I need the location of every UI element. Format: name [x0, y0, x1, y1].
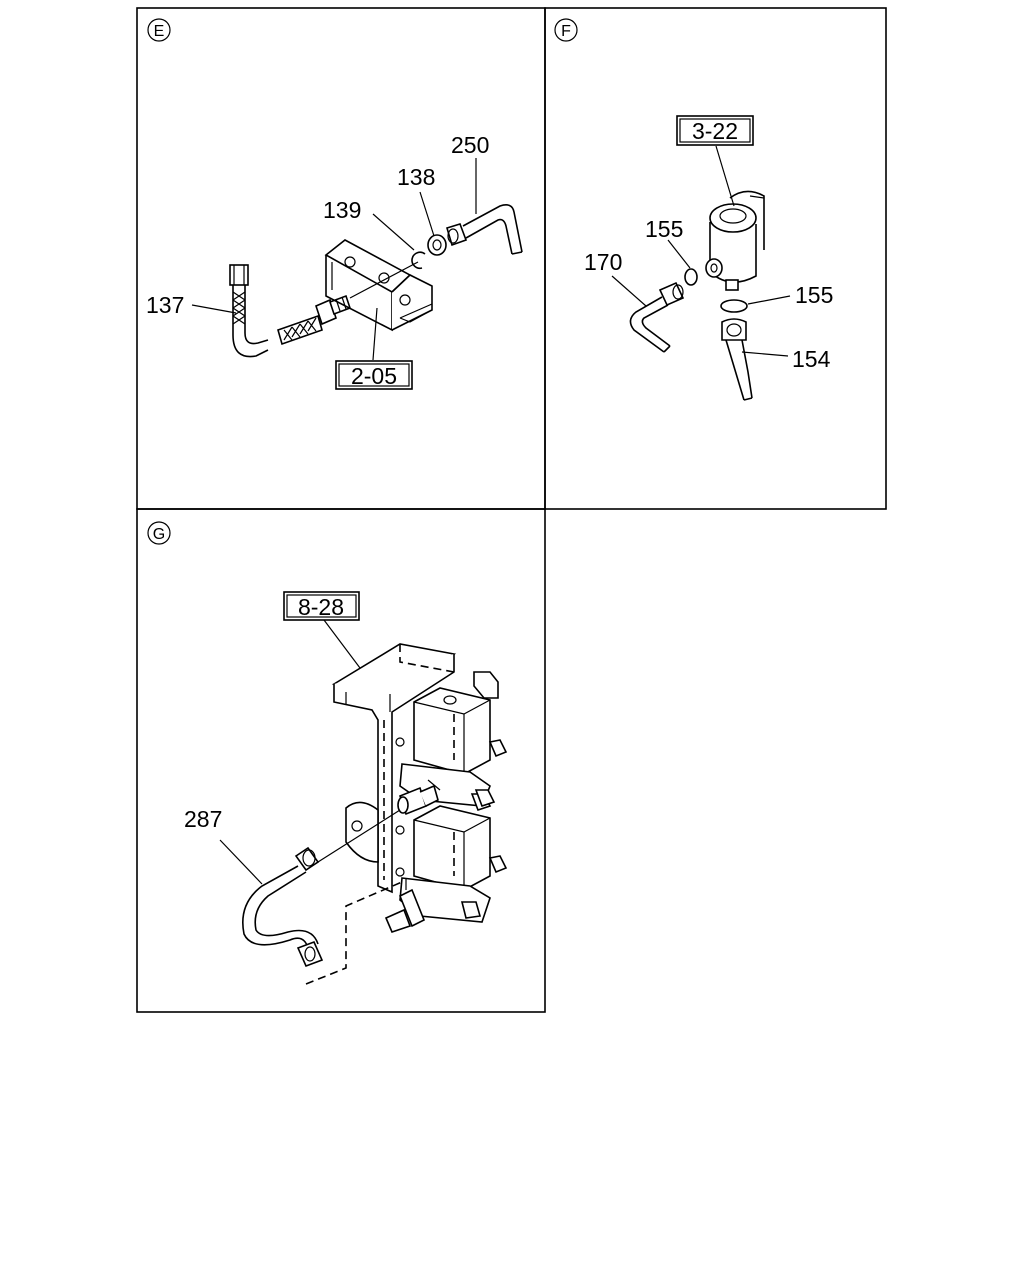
- callout-287: 287: [184, 806, 222, 832]
- part-154-hose: [721, 318, 753, 401]
- panel-f-frame: [544, 7, 887, 510]
- pipe-fitting: [397, 784, 439, 816]
- ref-label-3-22: 3-22: [692, 118, 738, 144]
- panel-g: G: [147, 521, 508, 985]
- ref-label-8-28: 8-28: [298, 594, 344, 620]
- callout-170: 170: [584, 249, 622, 275]
- leader-154: [741, 351, 789, 357]
- callout-250: 250: [451, 132, 489, 158]
- leader-2-05: [372, 307, 378, 361]
- part-155-oring-upper: [684, 268, 698, 286]
- solenoid-valve-upper: [399, 671, 508, 812]
- valve-mounting-bracket: [331, 643, 457, 894]
- panel-f-letter: F: [561, 23, 571, 40]
- callout-154: 154: [792, 346, 831, 372]
- part-250-pipe: [446, 204, 523, 255]
- leader-8-28: [323, 619, 361, 669]
- callout-137: 137: [146, 292, 184, 318]
- panel-g-frame: [136, 508, 546, 1013]
- leader-3-22: [715, 145, 735, 207]
- part-139-clip: [411, 251, 426, 270]
- ref-box-3-22: 3-22: [676, 115, 754, 146]
- panel-e-letter-badge: E: [147, 18, 171, 42]
- bracket-2-05: [324, 239, 433, 332]
- ref-box-2-05: 2-05: [335, 360, 413, 390]
- part-155-oring-lower: [720, 299, 748, 313]
- panel-f: F: [554, 18, 833, 401]
- callout-139: 139: [323, 197, 361, 223]
- callout-155-lower: 155: [795, 282, 833, 308]
- reservoir-tank: [705, 190, 765, 291]
- solenoid-valve-lower: [384, 789, 508, 933]
- ref-box-8-28: 8-28: [283, 591, 360, 621]
- leader-170: [611, 275, 647, 307]
- part-287-pipe: [242, 809, 401, 968]
- pipe-centerline: [349, 261, 419, 299]
- panel-e-letter: E: [154, 23, 165, 40]
- leader-138: [419, 191, 435, 237]
- callout-155-upper: 155: [645, 216, 683, 242]
- panel-f-letter-badge: F: [554, 18, 578, 42]
- part-170-hose: [629, 281, 685, 353]
- panel-g-letter-badge: G: [147, 521, 171, 545]
- panel-e: E: [146, 18, 523, 390]
- callout-138: 138: [397, 164, 435, 190]
- leader-287: [219, 839, 263, 885]
- leader-155-upper: [667, 239, 691, 269]
- ref-label-2-05: 2-05: [351, 363, 397, 389]
- leader-139: [372, 213, 415, 251]
- part-138-nut: [427, 234, 447, 256]
- leader-155-lower: [747, 295, 791, 305]
- leader-137: [191, 304, 237, 314]
- connection-dashed-path: [305, 881, 403, 985]
- panel-g-letter: G: [153, 526, 165, 543]
